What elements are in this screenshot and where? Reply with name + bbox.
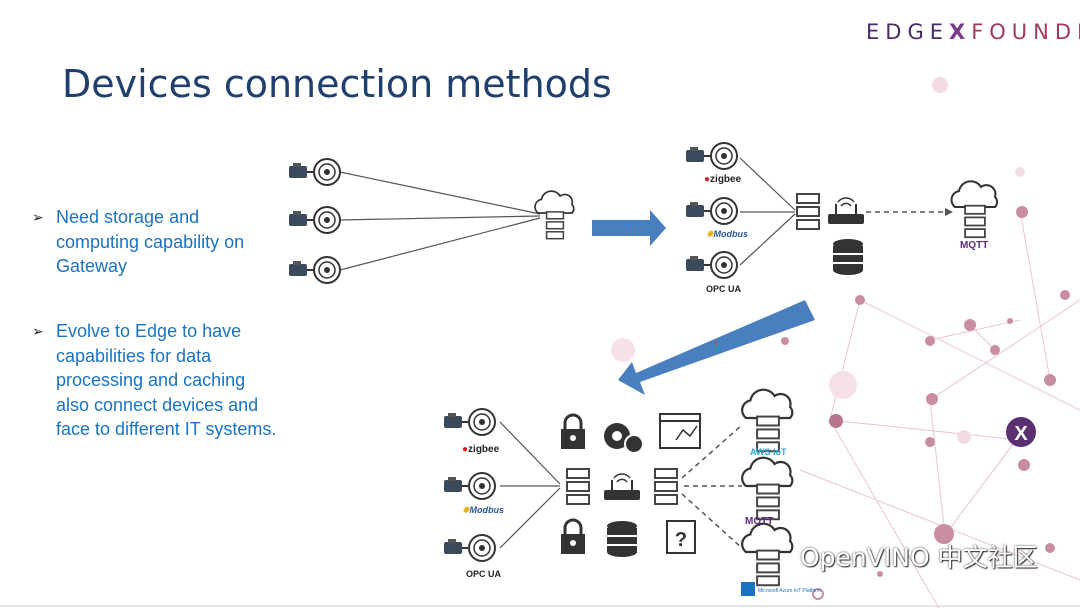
network-nodes bbox=[611, 77, 1070, 600]
page-title: Devices connection methods bbox=[62, 62, 612, 106]
svg-text:OPC UA: OPC UA bbox=[706, 284, 742, 294]
svg-text:Microsoft Azure IoT Platform: Microsoft Azure IoT Platform bbox=[758, 588, 821, 594]
svg-text:X: X bbox=[1014, 423, 1028, 445]
dashboard-icon bbox=[659, 413, 701, 449]
arrow-right: ! bbox=[592, 210, 666, 246]
svg-text:✸Modbus: ✸Modbus bbox=[706, 229, 748, 239]
diagram-edge: ●zigbee ✸Modbus OPC UA ? AWS IoT MQTT Mi… bbox=[443, 390, 821, 596]
diagram-gateway: ●zigbee ✸Modbus OPC UA MQTT bbox=[685, 142, 997, 294]
svg-text:?: ? bbox=[675, 529, 687, 551]
svg-text:✸Modbus: ✸Modbus bbox=[462, 505, 504, 515]
svg-text:!: ! bbox=[714, 339, 717, 353]
gear-icon bbox=[604, 423, 644, 454]
edgex-node-icon: X bbox=[1006, 417, 1036, 447]
svg-text:●zigbee: ●zigbee bbox=[462, 444, 500, 455]
bullet-edge: ➢Evolve to Edge to have capabilities for… bbox=[32, 321, 277, 439]
svg-text:!: ! bbox=[628, 223, 631, 237]
svg-text:AWS IoT: AWS IoT bbox=[750, 447, 787, 457]
edgex-foundry-logo: EDGEXFOUNDRY bbox=[866, 20, 1080, 44]
diagram-cloud-gateway bbox=[288, 158, 574, 284]
svg-text:MQTT: MQTT bbox=[745, 516, 773, 527]
unknown-icon: ? bbox=[666, 520, 696, 554]
svg-text:MQTT: MQTT bbox=[960, 240, 988, 251]
bullet-gateway: ➢Need storage and computing capability o… bbox=[32, 207, 245, 276]
watermark: OpenVINO 中文社区 bbox=[800, 543, 1038, 572]
arrow-diagonal: ! bbox=[618, 300, 815, 395]
svg-text:OPC UA: OPC UA bbox=[466, 569, 502, 579]
svg-text:●zigbee: ●zigbee bbox=[704, 174, 742, 185]
